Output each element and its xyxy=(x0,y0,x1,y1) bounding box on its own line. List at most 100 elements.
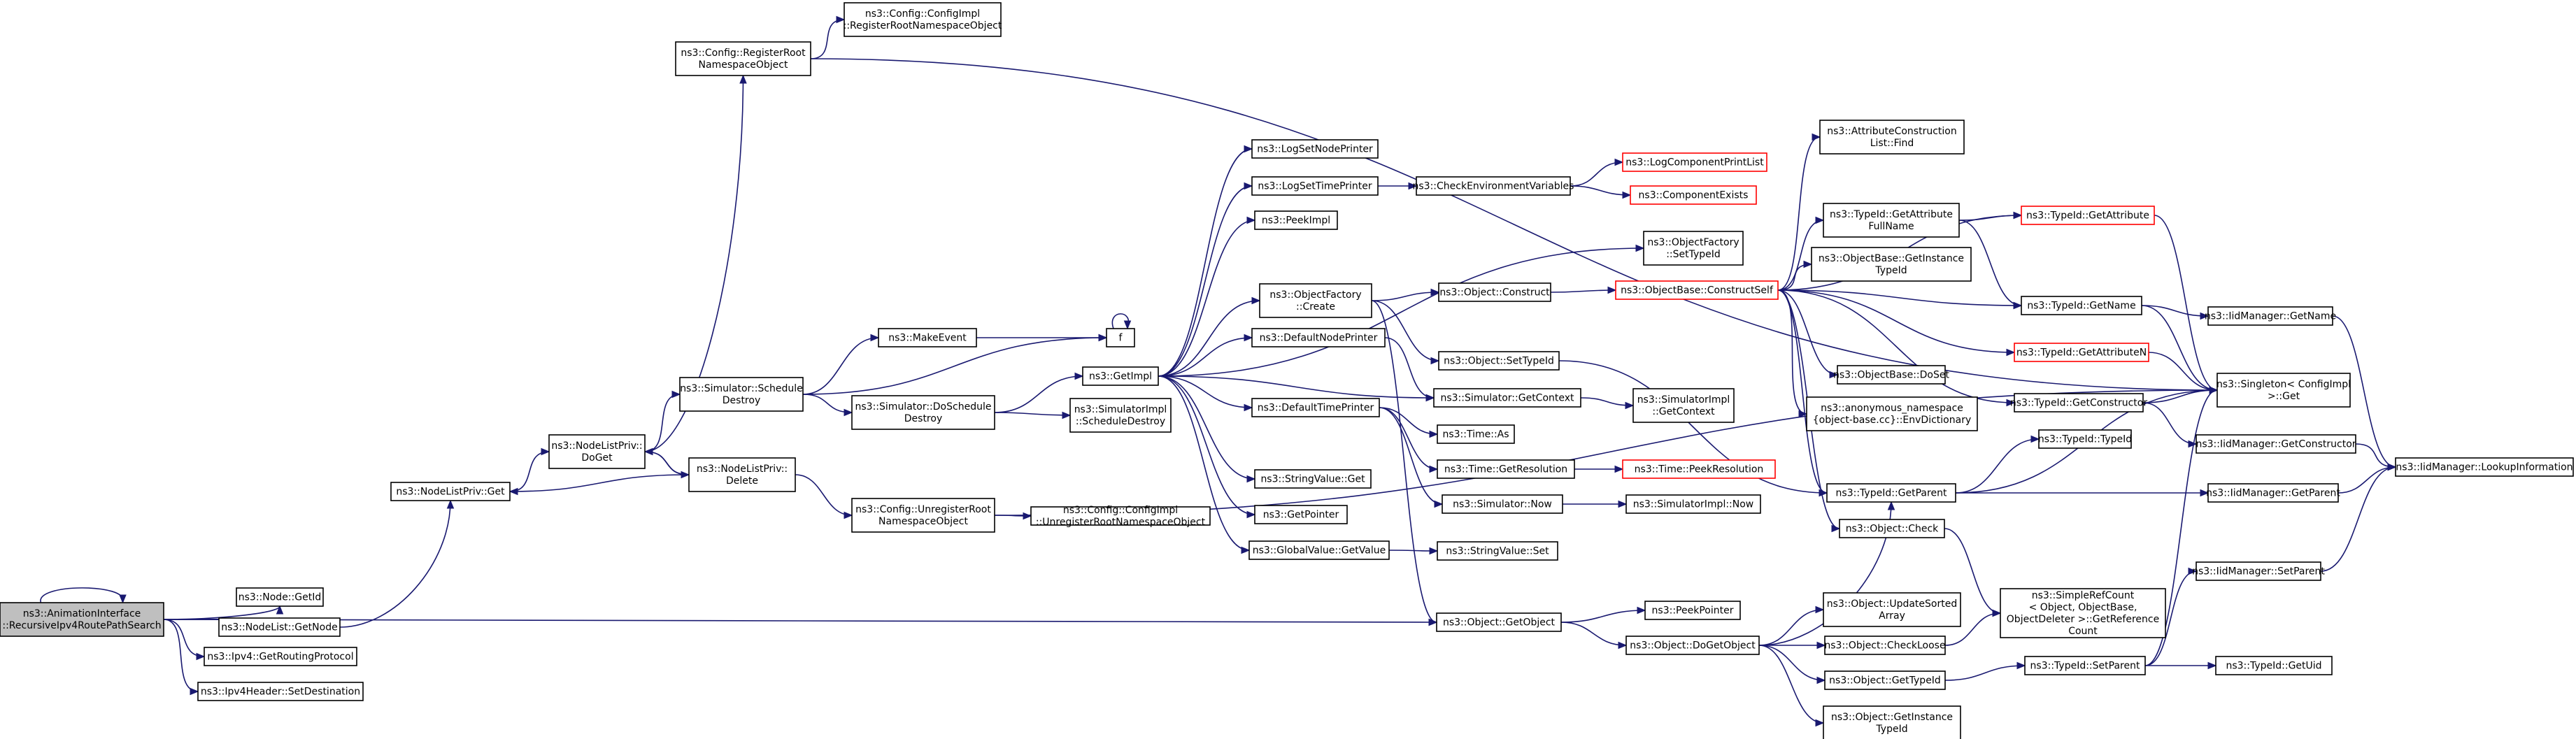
node-label: TypeId xyxy=(1874,265,1907,276)
node-anonenvdict[interactable]: ns3::anonymous_namespace{object-base.cc}… xyxy=(1806,396,1978,431)
node-peekpointer[interactable]: ns3::PeekPointer xyxy=(1644,601,1741,620)
node-stringvalueset[interactable]: ns3::StringValue::Set xyxy=(1437,541,1558,561)
node-label: < Object, ObjectBase, xyxy=(2029,602,2137,613)
node-iidmlookupinfo[interactable]: ns3::IidManager::LookupInformation xyxy=(2395,457,2574,477)
node-logcompprintlist[interactable]: ns3::LogComponentPrintList xyxy=(1622,152,1767,172)
node-objconstruct[interactable]: ns3::Object::Construct xyxy=(1438,282,1551,302)
node-peekimpl[interactable]: ns3::PeekImpl xyxy=(1254,210,1338,230)
node-globalvalueget[interactable]: ns3::GlobalValue::GetValue xyxy=(1248,540,1390,560)
node-label: ns3::StringValue::Get xyxy=(1260,474,1365,485)
node-typeidgetname[interactable]: ns3::TypeId::GetName xyxy=(2021,296,2142,315)
node-objgetobject[interactable]: ns3::Object::GetObject xyxy=(1436,612,1562,632)
edge-objdogetobject-to-objgetinstancetypeid xyxy=(1758,645,1825,727)
node-box xyxy=(1251,398,1380,417)
node-ipv4getrouting[interactable]: ns3::Ipv4::GetRoutingProtocol xyxy=(204,647,357,666)
node-label: ns3::Object::GetInstance xyxy=(1831,712,1953,723)
node-simschedestroy[interactable]: ns3::Simulator::ScheduleDestroy xyxy=(679,377,804,412)
node-checkenv[interactable]: ns3::CheckEnvironmentVariables xyxy=(1413,176,1574,196)
node-cfgregroot[interactable]: ns3::Config::RegisterRootNamespaceObject xyxy=(675,41,811,76)
node-iidmgetconstructor[interactable]: ns3::IidManager::GetConstructor xyxy=(2196,434,2356,454)
node-f[interactable]: f xyxy=(1106,328,1135,347)
node-objfactcreate[interactable]: ns3::ObjectFactory::Create xyxy=(1259,283,1372,318)
node-objfactsettypeid[interactable]: ns3::ObjectFactory::SetTypeId xyxy=(1643,231,1744,266)
node-timegetres[interactable]: ns3::Time::GetResolution xyxy=(1437,459,1575,479)
node-defnodeprinter[interactable]: ns3::DefaultNodePrinter xyxy=(1251,328,1386,347)
node-deftimeprinter[interactable]: ns3::DefaultTimePrinter xyxy=(1251,398,1380,417)
node-cfgimplreg[interactable]: ns3::Config::ConfigImpl::RegisterRootNam… xyxy=(844,2,1002,37)
node-typeidgetattributen[interactable]: ns3::TypeId::GetAttributeN xyxy=(2014,343,2149,362)
node-typeidgetattribute[interactable]: ns3::TypeId::GetAttribute xyxy=(2021,206,2155,225)
node-box xyxy=(1622,459,1776,479)
node-nodegetid[interactable]: ns3::Node::GetId xyxy=(236,587,324,607)
node-timeas[interactable]: ns3::Time::As xyxy=(1437,424,1515,444)
node-typeidgetparent[interactable]: ns3::TypeId::GetParent xyxy=(1826,483,1956,503)
node-iidmsetparent[interactable]: ns3::IidManager::SetParent xyxy=(2192,561,2325,581)
node-label: ObjectDeleter >::GetReference xyxy=(2007,614,2159,625)
node-box xyxy=(1824,670,1946,690)
node-singletonget[interactable]: ns3::Singleton< ConfigImpl >::Get xyxy=(2216,373,2351,408)
node-simgetcontext[interactable]: ns3::Simulator::GetContext xyxy=(1433,388,1581,408)
node-stringvalueget[interactable]: ns3::StringValue::Get xyxy=(1254,469,1372,489)
node-logsettimeprinter[interactable]: ns3::LogSetTimePrinter xyxy=(1251,176,1379,196)
edge-typeidgetattribute-to-singletonget xyxy=(2154,215,2219,394)
node-box xyxy=(197,682,364,701)
node-label: ns3::PeekImpl xyxy=(1262,215,1330,227)
node-simimplgetcontext[interactable]: ns3::SimulatorImpl::GetContext xyxy=(1632,388,1735,423)
node-typeidgetuid[interactable]: ns3::TypeId::GetUid xyxy=(2215,656,2333,675)
node-label: ns3::DefaultTimePrinter xyxy=(1258,403,1374,414)
node-simimplschedestroy[interactable]: ns3::SimulatorImpl::ScheduleDestroy xyxy=(1069,398,1172,433)
node-simnow[interactable]: ns3::Simulator::Now xyxy=(1442,494,1563,514)
node-logsetnodeprinter[interactable]: ns3::LogSetNodePrinter xyxy=(1251,139,1379,159)
node-objcheck[interactable]: ns3::Object::Check xyxy=(1839,519,1945,538)
edge-typeidgetname-to-iidmgetname xyxy=(2141,305,2209,320)
node-nlpget[interactable]: ns3::NodeListPriv::Get xyxy=(390,482,511,501)
node-label: ns3::GetPointer xyxy=(1263,510,1339,521)
node-ipv4headersetdest[interactable]: ns3::Ipv4Header::SetDestination xyxy=(197,682,364,701)
node-simplerefcount[interactable]: ns3::SimpleRefCount< Object, ObjectBase,… xyxy=(2000,588,2166,638)
node-objgettypeid[interactable]: ns3::Object::GetTypeId xyxy=(1824,670,1946,690)
node-cfgunreg[interactable]: ns3::Config::UnregisterRootNamespaceObje… xyxy=(851,498,995,533)
node-objbaseconstructself[interactable]: ns3::ObjectBase::ConstructSelf xyxy=(1615,280,1779,300)
node-typeidgetconstructor[interactable]: ns3::TypeId::GetConstructor xyxy=(2010,393,2147,412)
node-box xyxy=(1824,636,1946,655)
node-timepeekres[interactable]: ns3::Time::PeekResolution xyxy=(1622,459,1776,479)
node-root[interactable]: ns3::AnimationInterface::RecursiveIpv4Ro… xyxy=(0,602,164,637)
node-label: ns3::Simulator::Now xyxy=(1453,499,1552,510)
node-label: ns3::Time::As xyxy=(1442,429,1509,440)
node-label: ns3::Time::GetResolution xyxy=(1444,464,1567,475)
node-objdogetobject[interactable]: ns3::Object::DoGetObject xyxy=(1625,636,1760,655)
node-label: ns3::Singleton< ConfigImpl xyxy=(2216,379,2351,390)
node-simimplnow[interactable]: ns3::SimulatorImpl::Now xyxy=(1625,494,1761,514)
edge-simdoschedestroy-to-simimplschedestroy xyxy=(994,411,1072,419)
node-typeidtypeid[interactable]: ns3::TypeId::TypeId xyxy=(2038,429,2132,449)
node-objsettypeid[interactable]: ns3::Object::SetTypeId xyxy=(1438,351,1560,371)
node-objcheckloose[interactable]: ns3::Object::CheckLoose xyxy=(1824,636,1946,655)
node-objbasedoset[interactable]: ns3::ObjectBase::DoSet xyxy=(1833,365,1949,385)
node-getimpl[interactable]: ns3::GetImpl xyxy=(1082,366,1159,386)
node-iidmgetname[interactable]: ns3::IidManager::GetName xyxy=(2205,306,2336,326)
node-cfgimplunreg[interactable]: ns3::Config::ConfigImpl::UnregisterRootN… xyxy=(1030,505,1211,528)
node-compexists[interactable]: ns3::ComponentExists xyxy=(1630,185,1757,205)
edge-nodelistgetnode-to-nlpget xyxy=(339,499,455,628)
node-label: ns3::Config::ConfigImpl xyxy=(1063,505,1178,516)
node-nodelistgetnode[interactable]: ns3::NodeList::GetNode xyxy=(218,617,341,637)
node-iidmgetparent[interactable]: ns3::IidManager::GetParent xyxy=(2206,483,2340,503)
node-box xyxy=(204,647,357,666)
node-label: ns3::Simulator::Schedule xyxy=(680,383,803,394)
edge-simdoschedestroy-to-getimpl xyxy=(994,372,1084,413)
node-typeidsetparent[interactable]: ns3::TypeId::SetParent xyxy=(2024,656,2146,675)
node-getpointer[interactable]: ns3::GetPointer xyxy=(1254,505,1348,524)
node-box xyxy=(2014,343,2149,362)
node-makeevent[interactable]: ns3::MakeEvent xyxy=(878,328,977,347)
edge-nlpdoget-to-cfgregroot xyxy=(644,74,747,452)
node-nlpdoget[interactable]: ns3::NodeListPriv::DoGet xyxy=(548,434,646,469)
node-box xyxy=(1823,203,1960,238)
node-nlpdelete[interactable]: ns3::NodeListPriv::Delete xyxy=(688,457,796,492)
